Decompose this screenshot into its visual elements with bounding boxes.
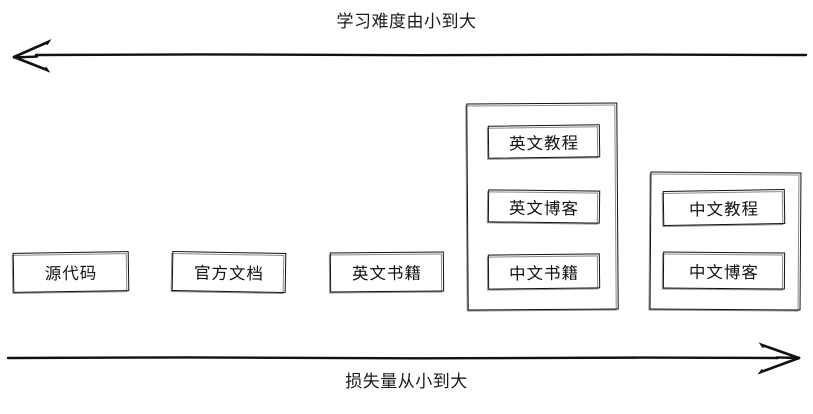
bottom-axis-label: 损失量从小到大 — [345, 372, 468, 391]
node-chinese-tutorials[interactable]: 中文教程 — [662, 189, 786, 226]
top-axis-label: 学习难度由小到大 — [336, 12, 477, 31]
node-chinese-blogs[interactable]: 中文博客 — [662, 251, 786, 290]
node-english-tutorials[interactable]: 英文教程 — [487, 124, 601, 159]
node-official-docs[interactable]: 官方文档 — [171, 251, 287, 293]
node-english-books[interactable]: 英文书籍 — [329, 251, 445, 293]
node-english-blogs[interactable]: 英文博客 — [487, 189, 601, 224]
top-axis-arrow — [12, 39, 808, 73]
node-source-code[interactable]: 源代码 — [12, 251, 130, 293]
node-chinese-books[interactable]: 中文书籍 — [487, 253, 601, 290]
bottom-axis-arrow — [6, 342, 801, 375]
